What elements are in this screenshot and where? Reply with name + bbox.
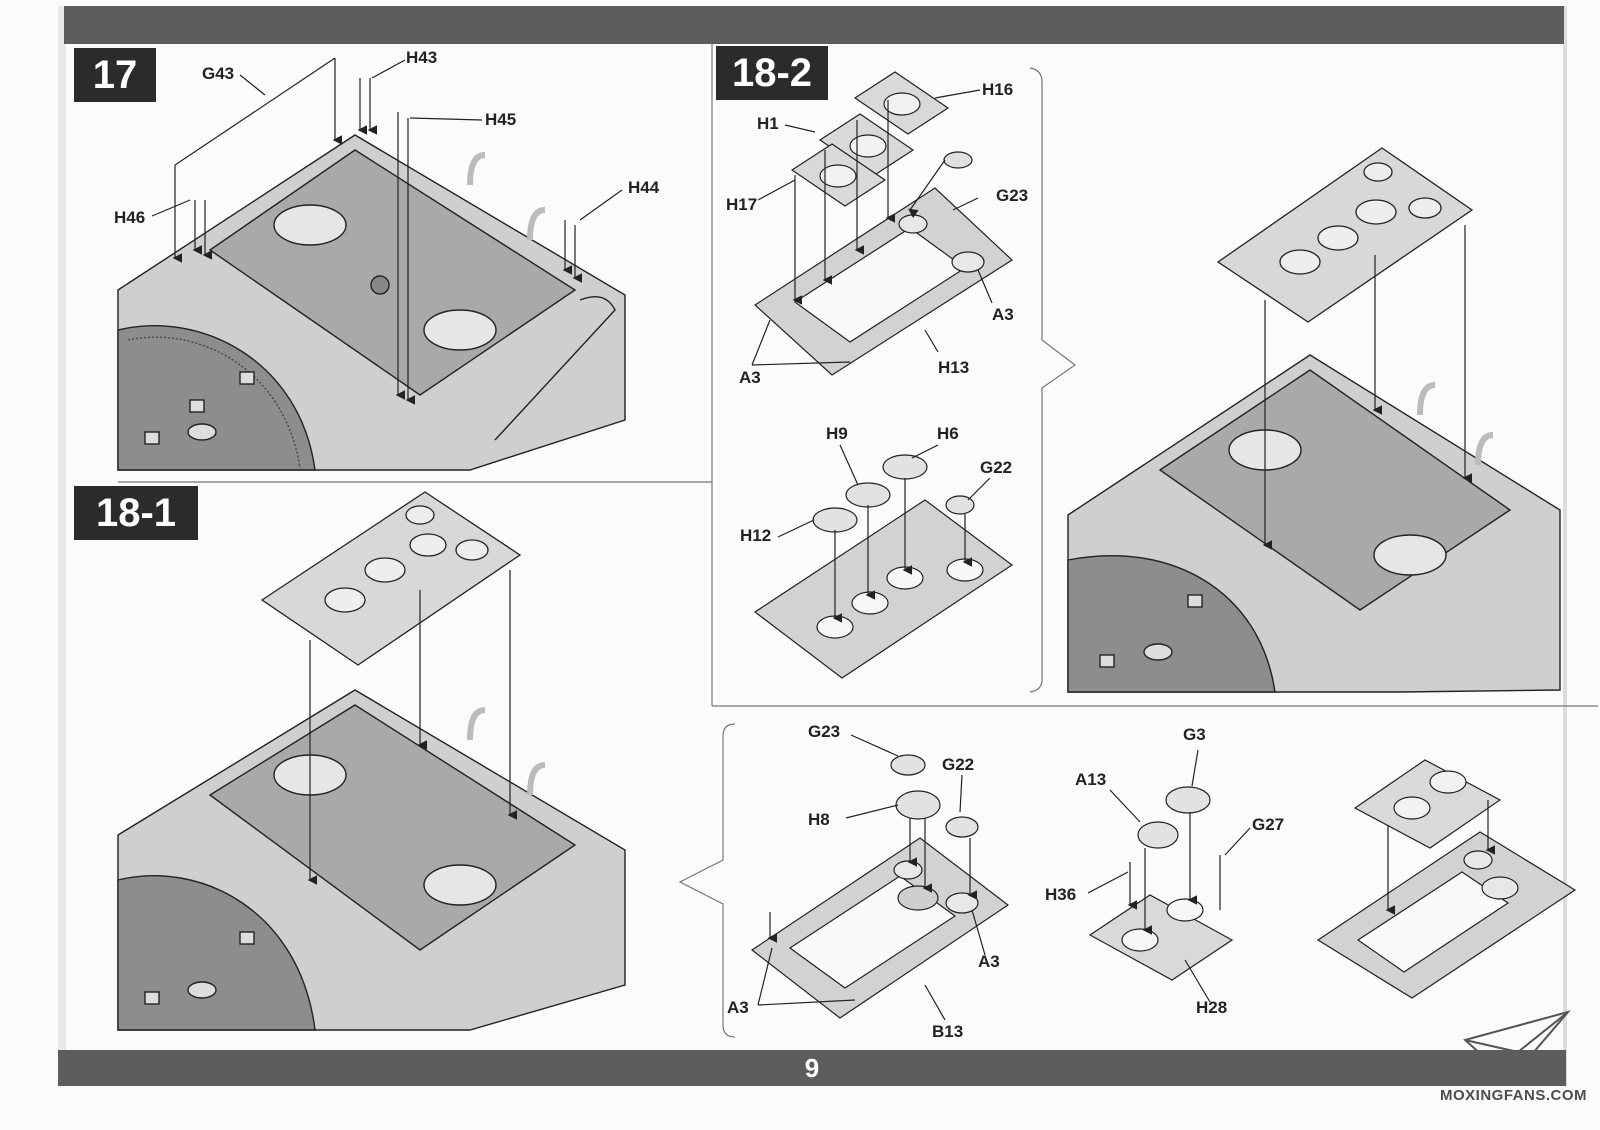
- page-number: 9: [804, 1052, 820, 1083]
- part-label: H36: [1045, 885, 1077, 904]
- step18-1-hull: [117, 689, 626, 1031]
- step18-2-result-hull: [1067, 354, 1561, 693]
- part-label: H16: [982, 80, 1014, 99]
- part-label: B13: [932, 1022, 964, 1041]
- watermark-text: MOXINGFANS.COM: [1440, 1087, 1588, 1104]
- part-label: G43: [202, 64, 235, 83]
- page-right-edge: [1563, 6, 1567, 1086]
- part-label: A3: [992, 305, 1014, 324]
- step18-2-arrows-top: [751, 89, 993, 366]
- step18-3-arrows: [757, 734, 986, 1021]
- part-label: A3: [739, 368, 761, 387]
- step18-2-result-arrows: [1262, 225, 1473, 550]
- step18-3-result: [1316, 759, 1577, 999]
- part-label: H28: [1196, 998, 1228, 1017]
- step17-hull: [117, 134, 626, 471]
- part-label: H17: [726, 195, 758, 214]
- part-label: H12: [740, 526, 772, 545]
- header-bar: [64, 6, 1564, 44]
- footer-bar: 9: [58, 1050, 1566, 1086]
- step18-3-result-arrows: [1385, 800, 1496, 915]
- step18-3-plate: [750, 754, 1010, 1019]
- step17-parts: [151, 57, 623, 405]
- step18-3-subassembly: [1088, 786, 1234, 981]
- step18-2-arrows-bottom: [777, 444, 991, 623]
- part-label: H6: [937, 424, 959, 443]
- part-label: G23: [808, 722, 841, 741]
- part-label: H9: [826, 424, 848, 443]
- step18-2-small-plates: [754, 71, 1013, 376]
- part-label: G3: [1183, 725, 1206, 744]
- step18-2-result-plate: [1216, 147, 1474, 323]
- part-label: A3: [727, 998, 749, 1017]
- step18-1-plate: [260, 491, 522, 666]
- page-left-edge: [58, 6, 66, 1086]
- part-label: G27: [1252, 815, 1285, 834]
- part-label: A3: [978, 952, 1000, 971]
- part-label: H45: [485, 110, 517, 129]
- part-label: H43: [406, 48, 438, 67]
- step18-1-arrows: [307, 570, 518, 885]
- part-label: H13: [938, 358, 970, 377]
- part-label: A13: [1075, 770, 1107, 789]
- step-badge-18-2: 18-2: [716, 46, 828, 100]
- step18-2-plate-b: [753, 454, 1014, 679]
- step18-3-sub-arrows: [1087, 749, 1251, 1003]
- part-label: H46: [114, 208, 146, 227]
- part-label: G22: [980, 458, 1013, 477]
- step-badge-17: 17: [74, 48, 156, 102]
- part-label: G22: [942, 755, 975, 774]
- part-label: H1: [757, 114, 779, 133]
- part-label: H8: [808, 810, 830, 829]
- step-badge-18-1: 18-1: [74, 486, 198, 540]
- part-label: H44: [628, 178, 660, 197]
- part-label: G23: [996, 186, 1029, 205]
- panel-dividers: [118, 44, 1598, 1038]
